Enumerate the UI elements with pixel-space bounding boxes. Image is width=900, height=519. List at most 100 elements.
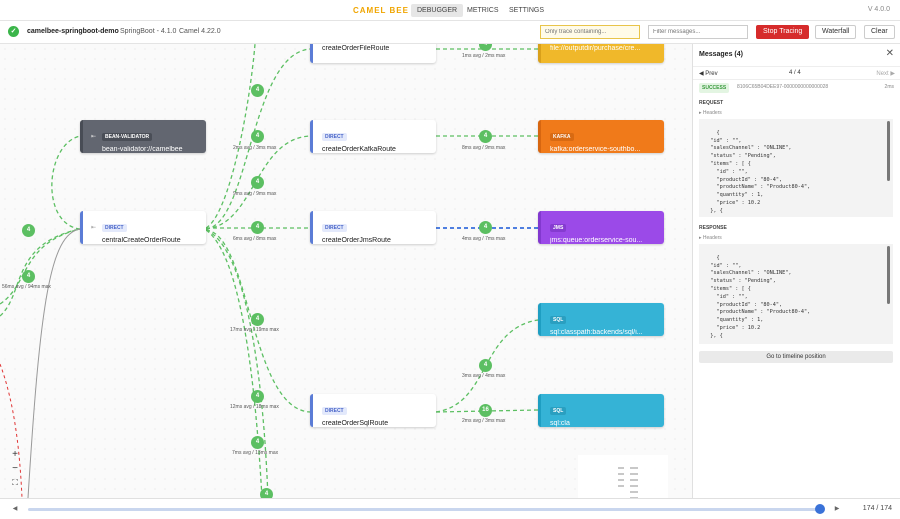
node-badge: DIRECT xyxy=(322,407,347,415)
tab-settings[interactable]: SETTINGS xyxy=(509,7,545,14)
edge-in-left-2 xyxy=(0,228,81,305)
request-body: { "id" : "", "salesChannel" : "ONLINE", … xyxy=(699,119,893,217)
exchange-count-badge: 4 xyxy=(479,359,492,372)
timeline-track[interactable] xyxy=(28,508,823,511)
node-label: sql:cla xyxy=(550,420,570,427)
clear-button[interactable]: Clear xyxy=(864,25,895,39)
node-create-order-jms-route[interactable]: DIRECT createOrderJmsRoute xyxy=(310,211,436,244)
route-stat-label: 2ms avg / 3ms max xyxy=(233,145,277,151)
graph-minimap[interactable] xyxy=(578,455,668,498)
tab-debugger[interactable]: DEBUGGER xyxy=(411,4,464,17)
request-body-text: { "id" : "", "salesChannel" : "ONLINE", … xyxy=(710,129,811,214)
endpoint-sql-2[interactable]: SQL sql:cla xyxy=(538,394,664,427)
zoom-out-button[interactable]: − xyxy=(12,463,18,474)
route-graph-canvas[interactable]: ⇤ BEAN-VALIDATOR bean-validator://camelb… xyxy=(0,44,692,498)
camel-version: Camel 4.22.0 xyxy=(179,28,221,35)
endpoint-kafka[interactable]: KAFKA kafka:orderservice-southbo... xyxy=(538,120,664,153)
brand-logo: CAMEL BEE xyxy=(353,6,409,15)
exchange-count-badge: 4 xyxy=(260,488,273,498)
zoom-in-button[interactable]: + xyxy=(12,449,18,460)
message-position: 4 / 4 xyxy=(789,70,801,76)
tab-metrics[interactable]: METRICS xyxy=(467,7,499,14)
toolbar: ✓ camelbee-springboot-demo SpringBoot - … xyxy=(0,21,900,44)
exchange-count-badge: 4 xyxy=(251,436,264,449)
route-stat-label: 2ms avg / 3ms max xyxy=(462,418,506,424)
exchange-count-badge: 4 xyxy=(251,221,264,234)
message-id: 8106C65B04DEE97-0000000000000028 xyxy=(737,84,829,90)
timeline-next-icon[interactable]: ▶ xyxy=(834,506,840,512)
route-stat-label: 7ms avg / 13ms max xyxy=(232,450,279,456)
exchange-count-badge: 4 xyxy=(479,221,492,234)
node-badge: KAFKA xyxy=(550,133,574,141)
pin-icon: ⇤ xyxy=(91,225,97,231)
request-scrollbar[interactable] xyxy=(887,121,890,181)
edge-central-down-2 xyxy=(205,229,263,498)
node-label: createOrderSqlRoute xyxy=(322,420,389,427)
endpoint-file[interactable]: file://outputdir/purchase/cre... xyxy=(538,44,664,63)
fit-view-icon[interactable]: ⛶ xyxy=(12,478,18,487)
node-label: sql:classpath:backends/sql/i... xyxy=(550,329,643,336)
next-message-button[interactable]: Next ▶ xyxy=(876,71,895,77)
node-create-order-sql-route[interactable]: DIRECT createOrderSqlRoute xyxy=(310,394,436,427)
timeline-slider-handle[interactable] xyxy=(815,504,825,514)
node-badge: BEAN-VALIDATOR xyxy=(102,133,153,141)
node-label: createOrderKafkaRoute xyxy=(322,146,396,153)
node-label: file://outputdir/purchase/cre... xyxy=(550,45,641,52)
edge-in-left-1 xyxy=(0,228,81,317)
status-badge: SUCCESS xyxy=(699,83,730,93)
message-pager: ◀ Prev 4 / 4 Next ▶ xyxy=(693,66,900,80)
messages-title: Messages (4) xyxy=(699,51,743,58)
route-stat-label: 3ms avg / 4ms max xyxy=(462,373,506,379)
node-label: createOrderFileRoute xyxy=(322,45,390,52)
route-stat-label: 4ms avg / 7ms max xyxy=(462,236,506,242)
edge-in-gray xyxy=(27,228,81,498)
exchange-count-badge: 4 xyxy=(22,224,35,237)
route-stat-label: 1ms avg / 2ms max xyxy=(462,53,506,59)
endpoint-jms[interactable]: JMS jms:queue:orderservice-sou... xyxy=(538,211,664,244)
response-heading: RESPONSE xyxy=(699,225,727,231)
exchange-count-badge: 4 xyxy=(251,313,264,326)
waterfall-button[interactable]: Waterfall xyxy=(815,25,857,39)
trace-filter-input[interactable] xyxy=(540,25,640,39)
request-heading: REQUEST xyxy=(699,100,724,106)
exchange-count-badge: 4 xyxy=(479,44,492,51)
node-label: kafka:orderservice-southbo... xyxy=(550,146,641,153)
route-stat-label: 12ms avg / 18ms max xyxy=(230,404,279,410)
exchange-count-badge: 4 xyxy=(251,176,264,189)
node-central-create-order-route[interactable]: ⇤ DIRECT centralCreateOrderRoute xyxy=(80,211,206,244)
response-body: { "id" : "", "salesChannel" : "ONLINE", … xyxy=(699,244,893,344)
pin-icon: ⇤ xyxy=(91,134,97,140)
message-duration: 2ms xyxy=(884,84,894,90)
timeline-prev-icon[interactable]: ◀ xyxy=(12,506,18,512)
exchange-count-badge: 4 xyxy=(251,84,264,97)
exchange-count-badge: 4 xyxy=(22,270,35,283)
go-to-timeline-button[interactable]: Go to timeline position xyxy=(699,351,893,363)
node-create-order-kafka-route[interactable]: DIRECT createOrderKafkaRoute xyxy=(310,120,436,153)
app-name: camelbee-springboot-demo xyxy=(27,28,119,35)
node-label: bean-validator://camelbee xyxy=(102,146,183,153)
exchange-count-badge: 4 xyxy=(479,130,492,143)
version-label: V 4.0.0 xyxy=(867,6,890,13)
springboot-version: SpringBoot - 4.1.0 xyxy=(120,28,177,35)
node-badge: DIRECT xyxy=(322,224,347,232)
minimap-drawing xyxy=(618,467,638,498)
node-label: jms:queue:orderservice-sou... xyxy=(550,237,643,244)
exchange-count-badge: 4 xyxy=(251,390,264,403)
prev-message-button[interactable]: ◀ Prev xyxy=(699,71,718,77)
response-headers-toggle[interactable]: ▸ Headers xyxy=(699,235,722,241)
edge-central-up xyxy=(205,44,256,229)
route-stat-label: 8ms avg / 9ms max xyxy=(462,145,506,151)
node-bean-validator[interactable]: ⇤ BEAN-VALIDATOR bean-validator://camelb… xyxy=(80,120,206,153)
message-filter-input[interactable] xyxy=(648,25,748,39)
edge-central-down-1 xyxy=(205,229,269,498)
timeline-counter: 174 / 174 xyxy=(862,505,892,512)
response-scrollbar[interactable] xyxy=(887,246,890,304)
request-headers-toggle[interactable]: ▸ Headers xyxy=(699,110,722,116)
node-badge: SQL xyxy=(550,316,567,324)
edges-layer xyxy=(0,44,539,498)
node-create-order-file-route[interactable]: createOrderFileRoute xyxy=(310,44,436,63)
endpoint-sql-1[interactable]: SQL sql:classpath:backends/sql/i... xyxy=(538,303,664,336)
close-icon[interactable]: ✕ xyxy=(885,48,894,59)
node-label: createOrderJmsRoute xyxy=(322,237,391,244)
stop-tracing-button[interactable]: Stop Tracing xyxy=(756,25,810,39)
